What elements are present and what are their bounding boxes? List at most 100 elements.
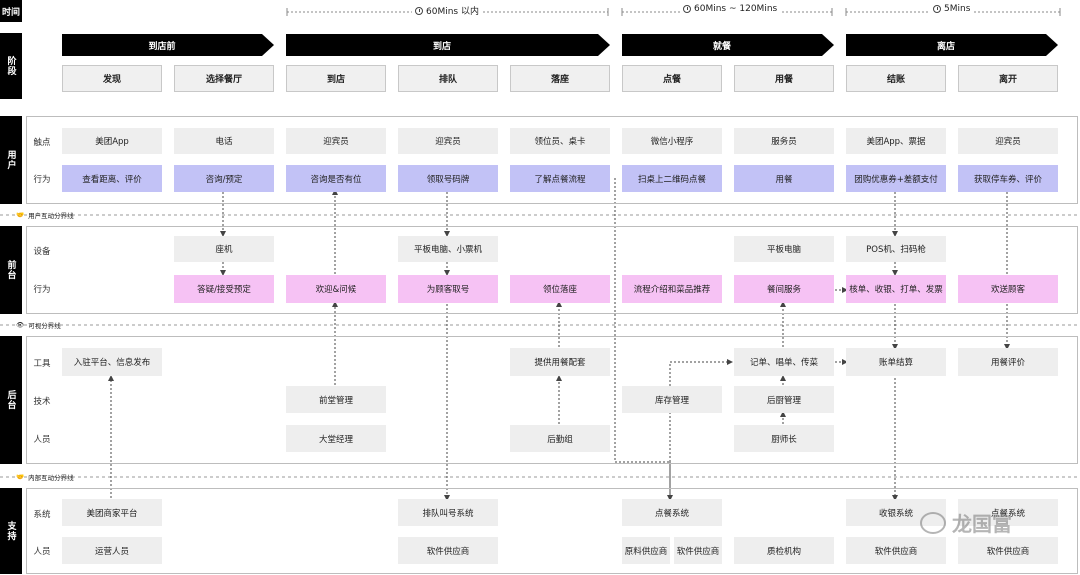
- system-box: 点餐系统: [622, 499, 722, 526]
- support-staff-box: 软件供应商: [846, 537, 946, 564]
- stage-card: 落座: [510, 65, 610, 92]
- lane-panel-support: [26, 488, 1078, 574]
- device-box: 座机: [174, 236, 274, 262]
- row-label: 系统: [33, 510, 51, 520]
- row-label: 行为: [33, 285, 51, 295]
- user-action-box: 查看距离、评价: [62, 165, 162, 192]
- stage-card: 排队: [398, 65, 498, 92]
- system-box: 点餐系统: [958, 499, 1058, 526]
- support-staff-box: 软件供应商: [674, 537, 722, 564]
- lane-panel-user: [26, 116, 1078, 204]
- touchpoint-box: 迎宾员: [286, 128, 386, 154]
- front-action-box: 核单、收银、打单、发票: [846, 275, 946, 303]
- row-label: 行为: [33, 175, 51, 185]
- phase-arrow: 到店: [286, 34, 610, 56]
- clock-icon: [415, 6, 423, 15]
- tool-box: 用餐评价: [958, 348, 1058, 376]
- device-box: 平板电脑、小票机: [398, 236, 498, 262]
- lane-panel-back: [26, 336, 1078, 464]
- touchpoint-box: 服务员: [734, 128, 834, 154]
- stage-card: 选择餐厅: [174, 65, 274, 92]
- touchpoint-box: 迎宾员: [398, 128, 498, 154]
- staff-box: 大堂经理: [286, 425, 386, 452]
- device-box: POS机、扫码枪: [846, 236, 946, 262]
- support-staff-box: 质检机构: [734, 537, 834, 564]
- eye-icon: 👁: [16, 321, 25, 329]
- user-action-box: 团购优惠券+差额支付: [846, 165, 946, 192]
- row-label: 人员: [33, 547, 51, 557]
- tech-box: 后厨管理: [734, 386, 834, 413]
- lane-header-back: 后台: [0, 336, 22, 464]
- stage-card: 点餐: [622, 65, 722, 92]
- front-action-box: 流程介绍和菜品推荐: [622, 275, 722, 303]
- tool-box: 入驻平台、信息发布: [62, 348, 162, 376]
- wechat-icon: [920, 511, 946, 534]
- divider-label: 🤝用户互动分界线: [16, 211, 74, 220]
- front-action-box: 领位落座: [510, 275, 610, 303]
- staff-box: 厨师长: [734, 425, 834, 452]
- time-span-label: 60Mins 以内: [412, 4, 482, 17]
- touchpoint-box: 领位员、桌卡: [510, 128, 610, 154]
- row-label: 触点: [33, 138, 51, 148]
- stage-card: 发现: [62, 65, 162, 92]
- front-action-box: 为顾客取号: [398, 275, 498, 303]
- touchpoint-box: 美团App、票据: [846, 128, 946, 154]
- front-action-box: 餐间服务: [734, 275, 834, 303]
- stage-card: 到店: [286, 65, 386, 92]
- support-staff-box: 软件供应商: [398, 537, 498, 564]
- handshake-icon: 🤝: [16, 211, 25, 219]
- lane-panel-front: [26, 226, 1078, 314]
- time-span-label: 5Mins: [930, 4, 974, 14]
- time-header: 时间: [0, 0, 22, 22]
- device-box: 平板电脑: [734, 236, 834, 262]
- handshake-icon: 🤝: [16, 473, 25, 481]
- system-box: 美团商家平台: [62, 499, 162, 526]
- tech-box: 库存管理: [622, 386, 722, 413]
- divider-label: 👁可视分界线: [16, 321, 61, 330]
- tool-box: 提供用餐配套: [510, 348, 610, 376]
- divider-label: 🤝内部互动分界线: [16, 473, 74, 482]
- user-action-box: 领取号码牌: [398, 165, 498, 192]
- phase-arrow: 离店: [846, 34, 1058, 56]
- lane-header-support: 支持: [0, 488, 22, 574]
- lane-header-user: 用户: [0, 116, 22, 204]
- user-action-box: 扫桌上二维码点餐: [622, 165, 722, 192]
- front-action-box: 欢送顾客: [958, 275, 1058, 303]
- touchpoint-box: 迎宾员: [958, 128, 1058, 154]
- row-label: 技术: [33, 397, 51, 407]
- touchpoint-box: 美团App: [62, 128, 162, 154]
- lane-header-front: 前台: [0, 226, 22, 314]
- stage-card: 离开: [958, 65, 1058, 92]
- support-staff-box: 运营人员: [62, 537, 162, 564]
- row-label: 设备: [33, 247, 51, 257]
- user-action-box: 了解点餐流程: [510, 165, 610, 192]
- clock-icon: [933, 5, 941, 13]
- support-staff-box: 原料供应商: [622, 537, 670, 564]
- support-staff-box: 软件供应商: [958, 537, 1058, 564]
- front-action-box: 答疑/接受预定: [174, 275, 274, 303]
- touchpoint-box: 微信小程序: [622, 128, 722, 154]
- stage-header: 阶段: [0, 33, 22, 99]
- touchpoint-box: 电话: [174, 128, 274, 154]
- tool-box: 记单、唱单、传菜: [734, 348, 834, 376]
- time-span-label: 60Mins ~ 120Mins: [680, 4, 781, 14]
- user-action-box: 用餐: [734, 165, 834, 192]
- tech-box: 前堂管理: [286, 386, 386, 413]
- system-box: 排队叫号系统: [398, 499, 498, 526]
- stage-card: 用餐: [734, 65, 834, 92]
- user-action-box: 咨询/预定: [174, 165, 274, 192]
- row-label: 人员: [33, 435, 51, 445]
- phase-arrow: 就餐: [622, 34, 834, 56]
- watermark: 龙国富: [920, 508, 1012, 537]
- front-action-box: 欢迎&问候: [286, 275, 386, 303]
- phase-arrow: 到店前: [62, 34, 274, 56]
- user-action-box: 获取停车券、评价: [958, 165, 1058, 192]
- clock-icon: [683, 5, 691, 13]
- stage-card: 结账: [846, 65, 946, 92]
- tool-box: 账单结算: [846, 348, 946, 376]
- divider-lines: [0, 214, 1080, 478]
- user-action-box: 咨询是否有位: [286, 165, 386, 192]
- row-label: 工具: [33, 359, 51, 369]
